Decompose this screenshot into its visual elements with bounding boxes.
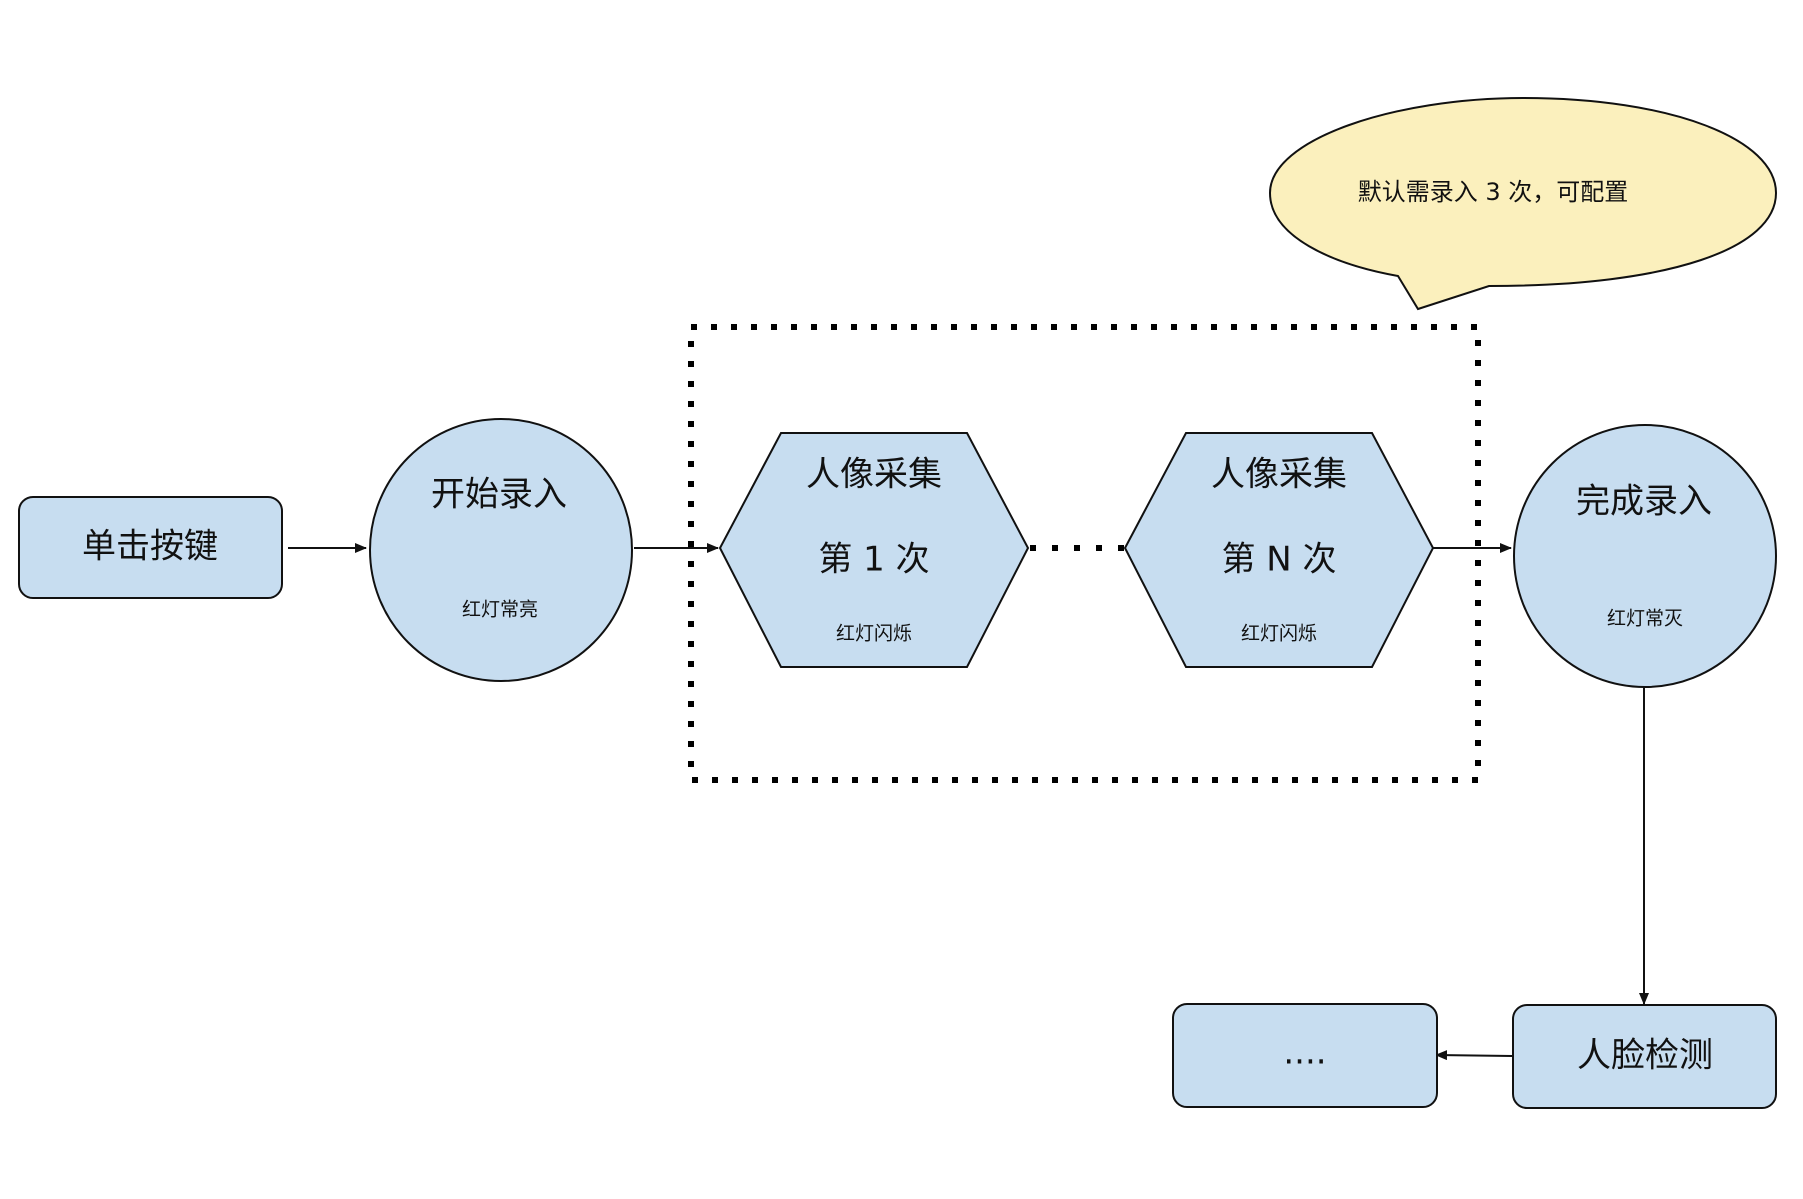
capture-1-count: 第 1 次 (818, 540, 929, 580)
capture-n-status: 红灯闪烁 (1241, 623, 1317, 645)
capture-n-count: 第 N 次 (1221, 540, 1336, 580)
capture-1-node: 人像采集 第 1 次 红灯闪烁 (718, 432, 1030, 668)
face-detect-title: 人脸检测 (1577, 1036, 1713, 1076)
capture-n-node: 人像采集 第 N 次 红灯闪烁 (1123, 432, 1435, 668)
callout-shape (1268, 96, 1778, 311)
start-enroll-status: 红灯常亮 (462, 599, 538, 621)
finish-enroll-circle (1513, 424, 1777, 688)
capture-1-status: 红灯闪烁 (836, 623, 912, 645)
press-key-box (18, 496, 283, 599)
start-enroll-node: 开始录入 红灯常亮 (369, 418, 633, 682)
next-step-box (1172, 1003, 1438, 1108)
start-enroll-title: 开始录入 (431, 475, 567, 515)
finish-enroll-status: 红灯常灭 (1607, 608, 1683, 630)
press-key-node: 单击按键 (18, 496, 283, 599)
next-step-title: .... (1283, 1033, 1326, 1073)
capture-1-title: 人像采集 (806, 455, 942, 495)
press-key-title: 单击按键 (82, 527, 218, 567)
finish-enroll-title: 完成录入 (1576, 482, 1712, 522)
finish-enroll-node: 完成录入 红灯常灭 (1513, 424, 1777, 688)
callout-text: 默认需录入 3 次，可配置 (1358, 178, 1629, 206)
callout-bubble: 默认需录入 3 次，可配置 (1268, 96, 1778, 311)
face-detect-node: 人脸检测 (1512, 1004, 1777, 1109)
capture-n-title: 人像采集 (1211, 455, 1347, 495)
face-detect-box (1512, 1004, 1777, 1109)
next-step-node: .... (1172, 1003, 1438, 1108)
capture-n-hexagon (1123, 432, 1435, 668)
arrow-face-detect-to-next (1435, 1050, 1513, 1061)
capture-1-hexagon (718, 432, 1030, 668)
start-enroll-circle (369, 418, 633, 682)
